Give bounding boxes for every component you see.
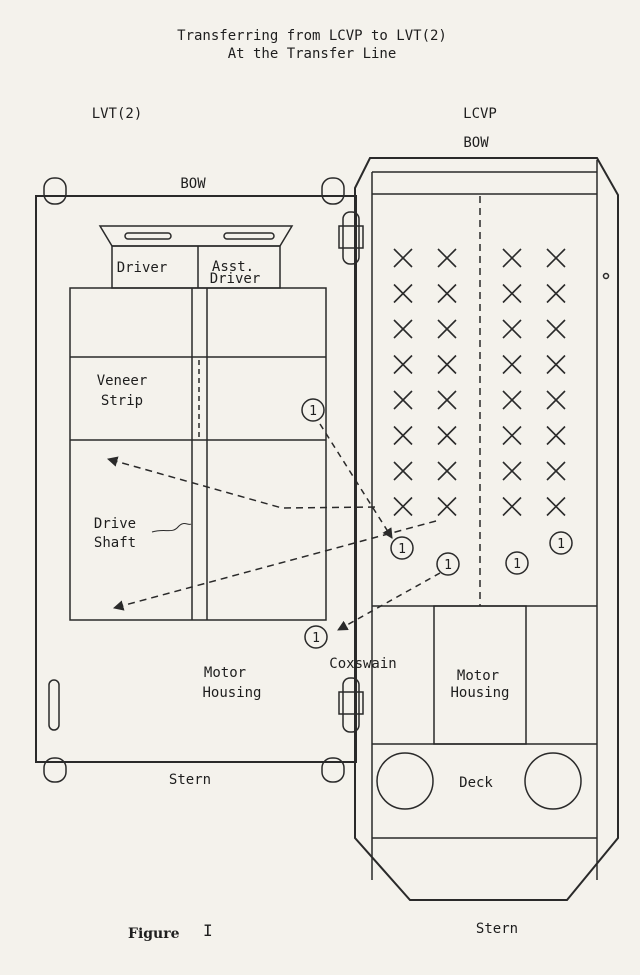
marker-label: 1 xyxy=(312,631,320,646)
troop-position-mark xyxy=(437,496,457,517)
troop-position-mark xyxy=(502,319,522,339)
drive-shaft-leader xyxy=(151,523,192,533)
title-line-1: Transferring from LCVP to LVT(2) xyxy=(177,28,447,44)
coupler-bottom xyxy=(342,677,360,733)
troop-position-mark xyxy=(546,248,566,268)
lcvp-motor-label-1: Motor xyxy=(457,668,499,684)
marker-1-lvt-stern: 1 xyxy=(304,625,328,649)
marker-label: 1 xyxy=(513,557,521,572)
lvt-vehicle: BOW Driver Asst. Driver Veneer Strip Dri… xyxy=(35,176,357,788)
lcvp-side-fitting xyxy=(602,272,610,280)
marker-label: 1 xyxy=(309,404,317,419)
transfer-path-marker-link-1 xyxy=(319,423,393,539)
figure-label: Figure xyxy=(128,926,180,942)
lcvp-deck-hatch-right xyxy=(524,752,582,810)
lcvp-deck-hatch-left xyxy=(376,752,434,810)
troop-position-mark xyxy=(393,283,413,304)
driver-label: Driver xyxy=(117,260,168,276)
troop-position-mark xyxy=(393,496,413,517)
asst-driver-label-2: Driver xyxy=(210,271,261,287)
lvt-track-bottom-left xyxy=(43,757,67,783)
transfer-path-marker-link-2 xyxy=(337,572,441,631)
lcvp-bow-label: BOW xyxy=(463,135,489,151)
lvt-vent-right xyxy=(223,232,275,240)
lvt-cab-top xyxy=(98,225,294,247)
troop-position-mark xyxy=(437,390,457,410)
troop-position-mark xyxy=(437,319,457,339)
troop-position-mark xyxy=(546,319,566,339)
lvt-cargo-compartment xyxy=(69,287,327,621)
drive-shaft-label-1: Drive xyxy=(94,516,136,532)
troop-position-mark xyxy=(393,425,413,446)
lcvp-motor-label-2: Housing xyxy=(450,685,509,701)
lvt-bow-label: BOW xyxy=(180,176,206,192)
transfer-path-lower xyxy=(112,520,437,611)
troop-position-mark xyxy=(502,496,522,517)
troop-position-mark xyxy=(502,461,522,481)
troop-position-mark xyxy=(546,283,566,304)
couplers xyxy=(338,211,364,733)
troop-position-mark xyxy=(437,425,457,446)
marker-1-lcvp-center: 1 xyxy=(505,551,529,575)
troop-position-mark xyxy=(546,354,566,375)
lvt-label: LVT(2) xyxy=(92,106,143,122)
lvt-motor-label-2: Housing xyxy=(202,685,261,701)
coxswain-label: Coxswain xyxy=(329,656,396,672)
marker-1-transfer-b: 1 xyxy=(436,552,460,576)
troop-position-mark xyxy=(393,461,413,481)
lcvp-stern-label: Stern xyxy=(476,921,518,937)
troop-position-mark xyxy=(546,461,566,481)
veneer-label-2: Strip xyxy=(101,393,143,409)
lvt-track-bottom-right xyxy=(321,757,345,783)
marker-label: 1 xyxy=(398,542,406,557)
lvt-motor-label-1: Motor xyxy=(204,665,246,681)
lvt-hull xyxy=(35,195,357,763)
position-markers: 1 1 1 1 1 1 xyxy=(301,398,573,649)
troop-position-mark xyxy=(393,390,413,410)
asst-driver-label-1: Asst. xyxy=(212,259,254,275)
troop-position-mark xyxy=(502,283,522,304)
troop-position-mark xyxy=(502,390,522,410)
troop-positions xyxy=(393,248,566,517)
coupler-bottom-bar xyxy=(338,691,364,715)
troop-position-mark xyxy=(437,354,457,375)
troop-position-mark xyxy=(437,248,457,268)
transfer-path-upper xyxy=(106,456,376,509)
lvt-track-top-left xyxy=(43,177,67,205)
lvt-side-bumper-left xyxy=(48,679,60,731)
marker-label: 1 xyxy=(444,558,452,573)
veneer-label-1: Veneer xyxy=(97,373,148,389)
coupler-top xyxy=(342,211,360,265)
marker-1-transfer-a: 1 xyxy=(390,536,414,560)
troop-position-mark xyxy=(546,425,566,446)
transfer-paths xyxy=(106,423,441,631)
deck-label: Deck xyxy=(459,775,493,791)
troop-position-mark xyxy=(502,248,522,268)
coupler-top-bar xyxy=(338,225,364,249)
drive-shaft-label-2: Shaft xyxy=(94,535,136,551)
troop-position-mark xyxy=(437,461,457,481)
lcvp-hull xyxy=(354,157,619,901)
figure-number: I xyxy=(203,921,213,940)
troop-position-mark xyxy=(437,283,457,304)
troop-position-mark xyxy=(393,319,413,339)
marker-1-lcvp-right: 1 xyxy=(549,531,573,555)
lvt-stern-label: Stern xyxy=(169,772,211,788)
lvt-track-top-right xyxy=(321,177,345,205)
lcvp-label: LCVP xyxy=(463,106,497,122)
marker-label: 1 xyxy=(557,537,565,552)
troop-position-mark xyxy=(546,390,566,410)
lcvp-vehicle: Coxswain Motor Housing Deck Stern xyxy=(329,157,619,937)
troop-position-mark xyxy=(546,496,566,517)
troop-position-mark xyxy=(393,248,413,268)
lvt-vent-left xyxy=(124,232,172,240)
marker-1-veneer: 1 xyxy=(301,398,325,422)
title-line-2: At the Transfer Line xyxy=(228,46,397,62)
troop-position-mark xyxy=(502,354,522,375)
troop-position-mark xyxy=(502,425,522,446)
troop-position-mark xyxy=(393,354,413,375)
